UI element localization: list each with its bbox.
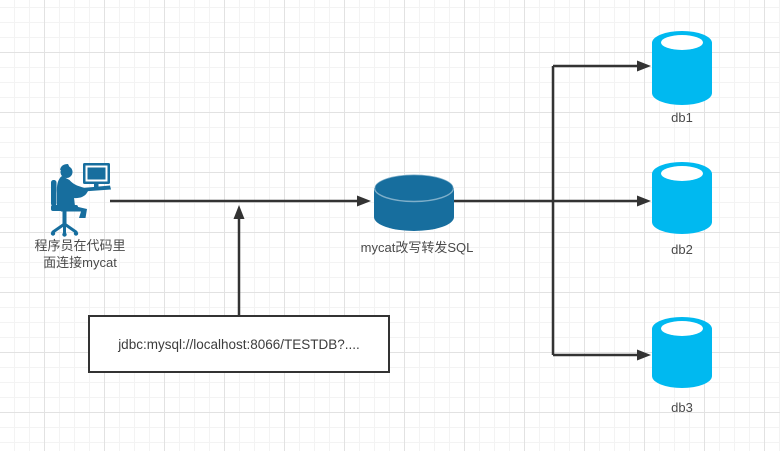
db1-label: db1	[671, 110, 693, 125]
db1-node[interactable]	[652, 31, 712, 106]
arrowhead-icon	[637, 60, 651, 72]
database-cylinder-icon	[652, 162, 712, 234]
connector-mycat-to-db3[interactable]	[553, 349, 651, 361]
jdbc-url-text: jdbc:mysql://localhost:8066/TESTDB?....	[118, 336, 360, 352]
mycat-database-icon	[374, 174, 454, 231]
connector-jdbc-note-to-line[interactable]	[233, 205, 245, 318]
database-cylinder-icon	[652, 317, 712, 388]
connector-client-to-mycat[interactable]	[110, 195, 371, 207]
arrowhead-icon	[637, 195, 651, 207]
arrowhead-icon	[357, 195, 371, 207]
db2-node[interactable]	[652, 162, 712, 235]
programmer-at-computer-icon	[50, 163, 111, 237]
arrowhead-icon	[637, 349, 651, 361]
mycat-node[interactable]	[374, 174, 454, 232]
db2-label: db2	[671, 242, 693, 257]
db3-node[interactable]	[652, 317, 712, 389]
arrowhead-icon	[233, 205, 245, 219]
connector-mycat-to-db1[interactable]	[553, 60, 651, 72]
jdbc-url-note[interactable]: jdbc:mysql://localhost:8066/TESTDB?....	[88, 315, 390, 373]
programmer-label: 程序员在代码里 面连接mycat	[34, 238, 126, 270]
db3-label: db3	[671, 400, 693, 415]
database-cylinder-icon	[652, 31, 712, 105]
mycat-label: mycat改写转发SQL	[360, 240, 474, 255]
programmer-node[interactable]	[49, 160, 113, 238]
